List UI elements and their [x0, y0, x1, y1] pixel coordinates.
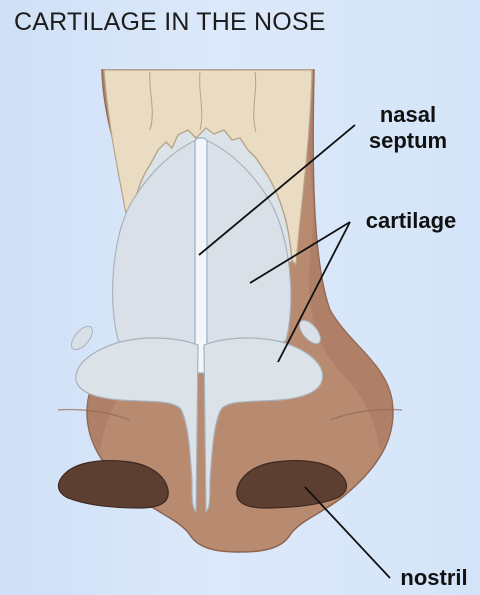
label-cartilage: cartilage [356, 208, 466, 234]
nasal-septum [195, 138, 207, 373]
leader-line-nostril [305, 487, 390, 578]
label-nasal-septum-line2: septum [358, 128, 458, 154]
label-nostril: nostril [386, 565, 480, 591]
label-nasal-septum-line1: nasal [358, 102, 458, 128]
label-nasal-septum: nasal septum [358, 102, 458, 154]
